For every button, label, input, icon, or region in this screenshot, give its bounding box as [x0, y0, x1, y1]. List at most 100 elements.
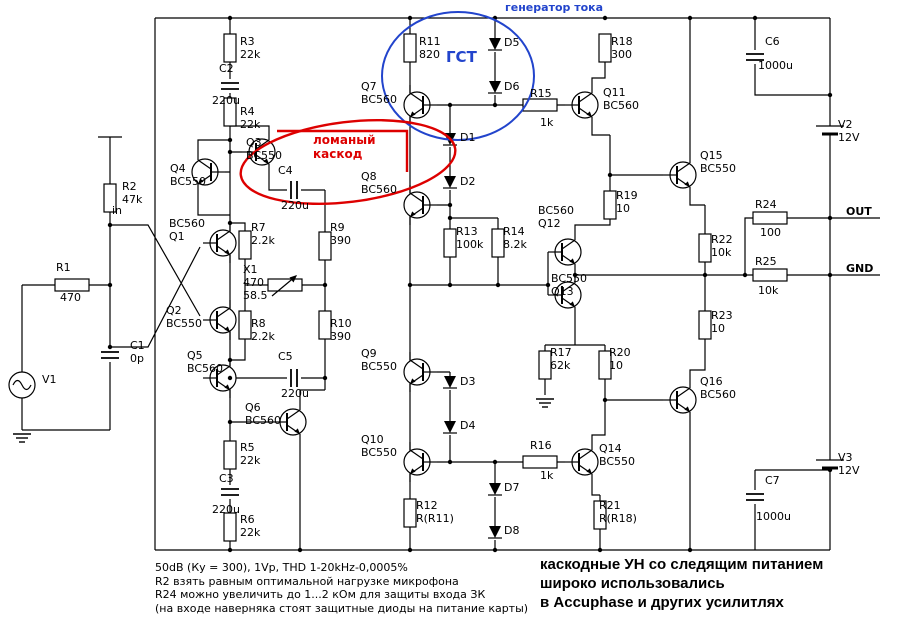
C2-symbol [218, 78, 242, 94]
label-Q14: Q14 BC550 [599, 442, 636, 468]
R3-symbol [223, 33, 237, 63]
label-V3: V3 12V [838, 451, 860, 477]
C4-symbol [286, 178, 302, 202]
R1-symbol [54, 278, 90, 292]
label-C5-ref: C5 [278, 350, 293, 363]
capacitor-symbols [98, 49, 767, 505]
label-D7: D7 [504, 481, 520, 494]
C7-symbol [743, 489, 767, 505]
label-R16-ref: R16 [530, 439, 552, 452]
R8-symbol [238, 310, 252, 340]
R24-symbol [752, 211, 788, 225]
label-R3: R3 22k [240, 35, 261, 61]
Q11-symbol [564, 84, 599, 126]
label-Q6: Q6 BC560 [245, 401, 282, 427]
label-C3-ref: C3 [219, 472, 234, 485]
label-R5: R5 22k [240, 441, 261, 467]
label-C6-ref: C6 [765, 35, 780, 48]
label-R2: R2 47k [122, 180, 143, 206]
label-R6: R6 22k [240, 513, 261, 539]
label-Q1: BC560 Q1 [169, 217, 206, 243]
cascode-label: ломаный каскод [313, 133, 376, 161]
gst-label: ГСТ [446, 48, 477, 66]
D7-symbol [487, 482, 503, 496]
label-R1-val: 470 [60, 291, 81, 304]
label-Q7: Q7 BC560 [361, 80, 398, 106]
label-in-port: in [112, 204, 123, 217]
label-R4: R4 22k [240, 105, 261, 131]
label-C4-val: 220u [281, 199, 309, 212]
label-R23: R23 10 [711, 309, 733, 335]
label-D8: D8 [504, 524, 520, 537]
label-V2: V2 12V [838, 118, 860, 144]
label-R9: R9 390 [330, 221, 351, 247]
C5-symbol [286, 366, 302, 390]
label-Q3: Q3 BC550 [246, 136, 283, 162]
junction-dots [107, 15, 833, 553]
D5-symbol [487, 37, 503, 51]
label-C6-val: 1000u [758, 59, 793, 72]
label-Q15: Q15 BC550 [700, 149, 737, 175]
label-R13: R13 100k [456, 225, 484, 251]
label-C5-val: 220u [281, 387, 309, 400]
Q2-symbol [202, 299, 237, 341]
label-Q12: BC560 Q12 [538, 204, 575, 230]
label-R10: R10 390 [330, 317, 352, 343]
label-Q2: Q2 BC550 [166, 304, 203, 330]
label-Q8: Q8 BC560 [361, 170, 398, 196]
label-Q5: Q5 BC560 [187, 349, 224, 375]
R12-symbol [403, 498, 417, 528]
label-R11: R11 820 [419, 35, 441, 61]
label-R22: R22 10k [711, 233, 733, 259]
R6-symbol [223, 512, 237, 542]
label-R12: R12 R(R11) [416, 499, 454, 525]
label-gnd-port: GND [846, 262, 874, 275]
Q15-symbol [662, 154, 697, 196]
label-Q13: BC550 Q13 [551, 272, 588, 298]
schematic-credit: каскодные УН со следящим питанием широко… [540, 556, 824, 611]
Q8-symbol [403, 184, 438, 226]
V1-sine-icon [12, 379, 32, 391]
label-D2: D2 [460, 175, 476, 188]
ground-symbol-r17 [535, 398, 555, 408]
label-Q11: Q11 BC560 [603, 86, 640, 112]
current-source-ellipse [381, 11, 535, 141]
label-C2-val: 220u [212, 94, 240, 107]
R5-symbol [223, 440, 237, 470]
Q7-symbol [403, 84, 438, 126]
D4-symbol [442, 420, 458, 434]
source-symbols [8, 125, 844, 470]
label-C7-ref: C7 [765, 474, 780, 487]
label-D3: D3 [460, 375, 476, 388]
label-C3-val: 220u [212, 503, 240, 516]
label-R15-ref: R15 [530, 87, 552, 100]
Q1-symbol [202, 222, 237, 264]
label-D1: D1 [460, 131, 476, 144]
D8-symbol [487, 525, 503, 539]
label-R1-ref: R1 [56, 261, 71, 274]
R22-symbol [698, 233, 712, 263]
label-R17: R17 62k [550, 346, 572, 372]
C3-symbol [218, 484, 242, 500]
label-C7-val: 1000u [756, 510, 791, 523]
label-D4: D4 [460, 419, 476, 432]
R13-symbol [443, 228, 457, 258]
R18-symbol [598, 33, 612, 63]
Q9-symbol [403, 351, 438, 393]
label-R14: R14 8.2k [503, 225, 527, 251]
Q10-symbol [403, 441, 438, 483]
label-Q16: Q16 BC560 [700, 375, 737, 401]
D3-symbol [442, 375, 458, 389]
label-Q10: Q10 BC550 [361, 433, 398, 459]
label-D5: D5 [504, 36, 520, 49]
label-R21: R21 R(R18) [599, 499, 637, 525]
label-X1: X1 470 58.5 [243, 263, 268, 302]
label-R19: R19 10 [616, 189, 638, 215]
label-R15-val: 1k [540, 116, 554, 129]
label-R7: R7 2.2k [251, 221, 275, 247]
V2-battery-symbol [816, 125, 844, 136]
schematic-notes: 50dB (Ку = 300), 1Vp, THD 1-20kHz-0,0005… [155, 561, 529, 615]
label-R25-val: 10k [758, 284, 779, 297]
